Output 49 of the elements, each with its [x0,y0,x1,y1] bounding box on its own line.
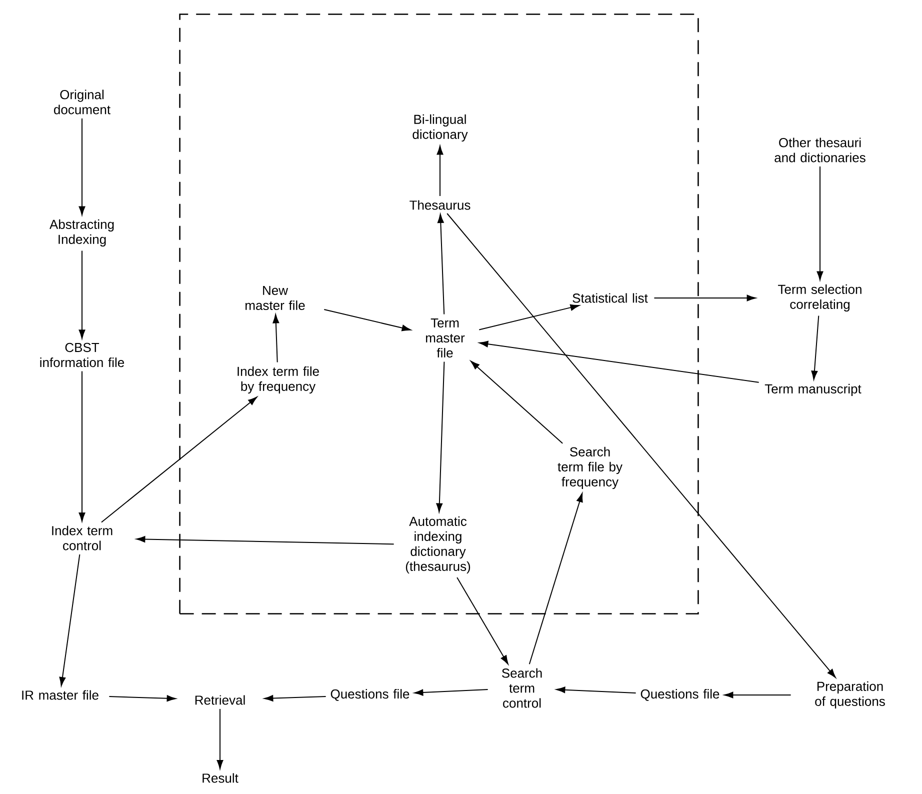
node-label: CBST information file [40,342,124,368]
node-label: New master file [246,286,305,310]
arrow [78,250,86,339]
arrow [264,695,326,702]
arrow [456,576,508,664]
arrow [108,695,176,702]
node-label: Term manuscript [764,384,862,396]
arrow [446,213,836,678]
arrow [437,214,445,315]
arrow [811,315,820,380]
arrow [101,396,258,523]
node-label: Abstracting Indexing [50,219,114,247]
arrow [654,294,756,302]
node-label: IR master file [22,690,98,700]
arrow [470,360,564,444]
arrow [816,166,824,280]
arrow [478,304,580,330]
node-label: Retrieval [195,695,245,705]
node-label: Preparation of questions [815,681,885,709]
arrow [78,118,86,216]
arrow [414,689,488,696]
arrow [59,554,80,686]
node-label: Automatic indexing dictionary (thesaurus) [406,516,470,574]
node-label: Bi-lingual dictionary [412,114,468,142]
arrow [272,314,280,363]
node-label: Questions file [640,689,720,701]
arrow [436,361,445,512]
node-label: Result [202,773,238,783]
node-label: Original document [54,90,110,114]
arrow [528,493,583,665]
arrow [216,708,224,770]
arrow [436,146,444,196]
system-boundary [179,14,699,614]
node-label: Index term control [52,526,112,550]
arrow [78,370,86,522]
arrow [724,692,792,698]
node-label: Search term control [502,668,542,708]
node-label: Term master file [426,318,465,358]
node-label: Questions file [330,689,410,701]
node-label: Term selection correlating [778,284,862,312]
node-label: Statistical list [572,293,648,303]
node-label: Other thesauri and dictionaries [774,138,866,162]
arrow [556,686,636,694]
node-label: Index term file by frequency [238,366,319,394]
arrow [324,309,411,332]
arrow [479,340,760,383]
arrow [136,536,394,545]
node-label: Thesaurus [410,200,470,210]
node-label: Search term file by frequency [558,446,622,490]
